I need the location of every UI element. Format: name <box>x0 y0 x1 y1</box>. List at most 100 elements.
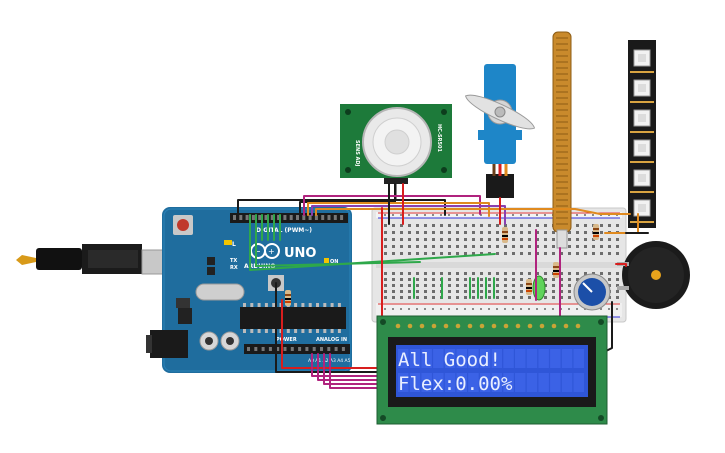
breadboard-hole <box>496 284 499 287</box>
breadboard-hole <box>560 290 563 293</box>
lcd-header-pin <box>395 323 401 329</box>
breadboard-hole <box>528 252 531 255</box>
breadboard-hole <box>616 290 619 293</box>
chip-pin <box>323 329 327 333</box>
pir-motion-sensor: SENS ADJ HC-SR501 <box>340 104 452 200</box>
tx-led-label: TX <box>230 258 237 264</box>
led-pad <box>630 71 654 73</box>
rail-hole <box>448 214 450 216</box>
power-analog-pin <box>334 347 338 351</box>
rail-hole <box>464 308 466 310</box>
breadboard-hole <box>416 231 419 234</box>
servo-motor <box>464 64 536 198</box>
rail-hole <box>400 214 402 216</box>
breadboard-hole <box>424 290 427 293</box>
digital-pin <box>314 215 318 220</box>
led-pad <box>630 191 654 193</box>
breadboard-hole <box>384 245 387 248</box>
breadboard-hole <box>400 231 403 234</box>
breadboard-hole <box>472 252 475 255</box>
breadboard-hole <box>464 272 467 275</box>
breadboard-hole <box>576 224 579 227</box>
breadboard-hole <box>592 272 595 275</box>
breadboard-hole <box>424 238 427 241</box>
breadboard-hole <box>480 231 483 234</box>
breadboard-hole <box>488 231 491 234</box>
rail-hole <box>592 214 594 216</box>
capacitors <box>199 331 240 351</box>
breadboard-hole <box>456 278 459 281</box>
rail-hole <box>536 308 538 310</box>
power-analog-pin <box>283 347 287 351</box>
breadboard-hole <box>544 224 547 227</box>
breadboard-hole <box>408 231 411 234</box>
breadboard-hole <box>392 252 395 255</box>
lcd-header-pin <box>551 323 557 329</box>
lcd-char-cell <box>491 349 503 368</box>
breadboard-hole <box>384 296 387 299</box>
breadboard-hole <box>616 252 619 255</box>
lcd-16x2-display: All Good! Flex:0.00% <box>376 315 608 425</box>
analog-pin-label: A2 <box>323 358 329 364</box>
breadboard-hole <box>496 296 499 299</box>
rail-hole <box>464 214 466 216</box>
breadboard-hole <box>512 238 515 241</box>
lcd-char-cell <box>398 373 409 392</box>
potentiometer[interactable] <box>573 273 611 311</box>
breadboard-hole <box>600 238 603 241</box>
breadboard-hole <box>392 284 395 287</box>
breadboard-hole <box>424 231 427 234</box>
breadboard-hole <box>560 252 563 255</box>
breadboard-hole <box>488 238 491 241</box>
chip-pin <box>257 329 261 333</box>
lcd-header-pin <box>431 323 437 329</box>
breadboard-hole <box>480 278 483 281</box>
breadboard-hole <box>472 238 475 241</box>
breadboard-hole <box>456 284 459 287</box>
led-die <box>638 84 646 92</box>
breadboard-hole <box>496 290 499 293</box>
lcd-header-pin <box>479 323 485 329</box>
led-die <box>638 174 646 182</box>
digital-pins <box>233 215 344 220</box>
breadboard-hole <box>416 296 419 299</box>
breadboard-hole <box>520 272 523 275</box>
reset-button[interactable] <box>173 215 193 235</box>
breadboard-hole <box>440 231 443 234</box>
breadboard-hole <box>472 224 475 227</box>
rail-hole <box>496 308 498 310</box>
breadboard-hole <box>440 245 443 248</box>
digital-pin <box>289 215 293 220</box>
lcd-header-pin <box>515 323 521 329</box>
power-analog-pin <box>261 347 265 351</box>
breadboard-hole <box>464 224 467 227</box>
breadboard-hole <box>440 224 443 227</box>
on-led-label: ON <box>330 259 338 265</box>
power-analog-pin <box>327 347 331 351</box>
breadboard-hole <box>544 252 547 255</box>
power-analog-pin <box>268 347 272 351</box>
led-pad <box>630 101 654 103</box>
breadboard-hole <box>552 231 555 234</box>
lcd-char-cell <box>468 349 479 368</box>
breadboard-hole <box>504 284 507 287</box>
breadboard-hole <box>552 290 555 293</box>
rail-hole <box>600 308 602 310</box>
chip-pin <box>301 329 305 333</box>
breadboard-hole <box>496 245 499 248</box>
lcd-header-pin <box>443 323 449 329</box>
rail-hole <box>472 308 474 310</box>
lcd-char-cell <box>538 373 549 392</box>
lcd-char-cell <box>433 373 444 392</box>
breadboard-hole <box>416 278 419 281</box>
dc-power-jack <box>146 330 188 358</box>
chip-pin <box>308 303 312 307</box>
rail-hole <box>528 308 530 310</box>
chip-pin <box>264 303 268 307</box>
power-analog-pin <box>312 347 316 351</box>
rail-hole <box>528 214 530 216</box>
breadboard-hole <box>536 238 539 241</box>
breadboard-hole <box>496 224 499 227</box>
breadboard-hole <box>416 238 419 241</box>
breadboard-hole <box>568 296 571 299</box>
